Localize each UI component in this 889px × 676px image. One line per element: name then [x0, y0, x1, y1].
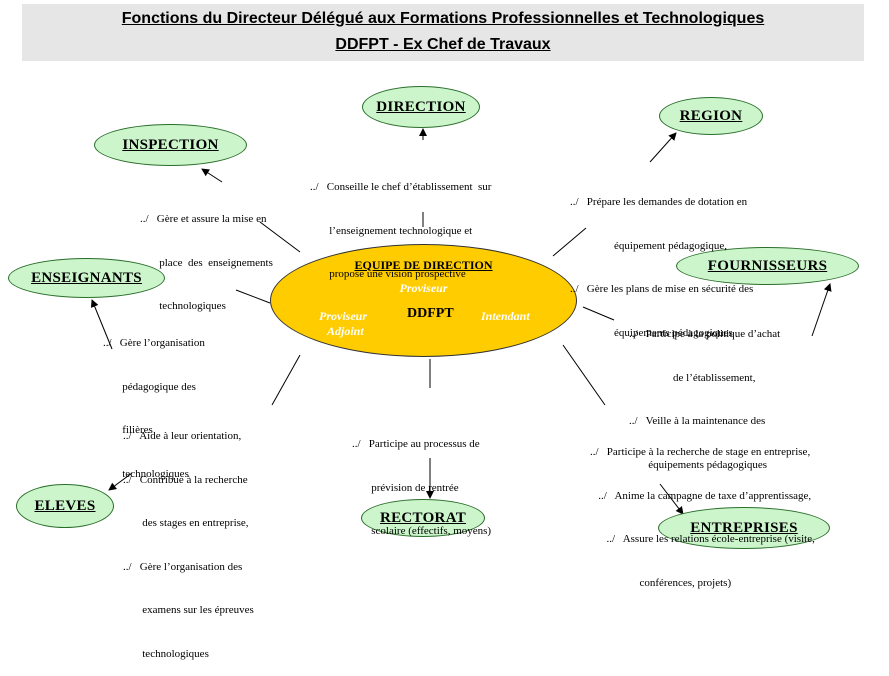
- arrow-fournisseurs: [811, 283, 832, 337]
- text-line: ../ Conseille le chef d’établissement su…: [310, 181, 492, 193]
- line-entreprises: [562, 344, 606, 406]
- line-inspection: [259, 221, 301, 253]
- text-line: pédagogique des: [103, 380, 196, 393]
- ddfpt-label: DDFPT: [407, 306, 454, 321]
- text-line: l’enseignement technologique et: [310, 224, 473, 237]
- proviseur-adjoint-label-line2: Adjoint: [327, 324, 364, 338]
- page-subtitle: DDFPT - Ex Chef de Travaux: [335, 36, 551, 53]
- text-line: propose une vision prospective: [310, 268, 466, 280]
- text-line: technologiques: [140, 300, 226, 312]
- intendant-label: Intendant: [481, 309, 530, 323]
- text-line: ../ Veille à la maintenance des: [629, 415, 766, 427]
- text-entreprises: ../ Participe à la recherche de stage en…: [590, 416, 815, 605]
- text-line: équipement pédagogique,: [570, 239, 728, 252]
- text-line: ../ Gère les plans de mise en sécurité d…: [570, 283, 754, 295]
- text-line: ../ Gère l’organisation: [103, 337, 205, 349]
- text-line: ../ Gère et assure la mise en: [140, 213, 267, 225]
- node-fournisseurs: FOURNISSEURS: [676, 247, 859, 285]
- node-inspection: INSPECTION: [94, 124, 247, 166]
- text-line: technologiques: [103, 467, 189, 480]
- text-line: examens sur les épreuves: [123, 604, 254, 616]
- text-line: scolaire (effectifs, moyens): [352, 525, 492, 537]
- proviseur-label: Proviseur: [399, 281, 448, 295]
- text-line: ../ Gère l’organisation des: [123, 560, 243, 573]
- text-line: des stages en entreprise,: [123, 517, 249, 529]
- text-line: ../ Anime la campagne de taxe d’apprenti…: [590, 489, 812, 502]
- text-region: ../ Prépare les demandes de dotation en …: [570, 166, 753, 355]
- arrow-eleves: [108, 472, 133, 491]
- equipe-direction-title: EQUIPE DE DIRECTION: [354, 258, 493, 272]
- line-fournisseurs: [582, 306, 615, 321]
- text-line: ../ Assure les relations école-entrepris…: [590, 533, 815, 545]
- text-line: technologiques: [123, 647, 209, 660]
- text-line: équipements pédagogiques: [629, 458, 768, 471]
- page-title: Fonctions du Directeur Délégué aux Forma…: [121, 10, 765, 27]
- text-line: ../ Participe au processus de: [352, 438, 480, 450]
- node-region: REGION: [659, 97, 763, 135]
- arrow-entreprises: [659, 483, 684, 515]
- node-entreprises: ENTREPRISES: [658, 507, 830, 549]
- text-line: place des enseignements: [140, 256, 273, 269]
- line-eleves: [271, 354, 301, 406]
- text-rectorat: ../ Participe au processus de prévision …: [352, 408, 491, 553]
- text-line: filières: [103, 424, 153, 436]
- header-banner: Fonctions du Directeur Délégué aux Forma…: [22, 4, 864, 61]
- equipe-direction-ellipse: EQUIPE DE DIRECTION Proviseur Proviseur …: [270, 244, 577, 357]
- node-direction: DIRECTION: [362, 86, 480, 128]
- text-line: ../ Contribue à la recherche: [123, 473, 248, 486]
- text-inspection: ../ Gère et assure la mise en place des …: [140, 183, 273, 328]
- text-line: ../ Prépare les demandes de dotation en: [570, 196, 748, 208]
- node-rectorat: RECTORAT: [361, 499, 485, 537]
- arrow-enseignants: [90, 299, 113, 350]
- text-line: équipements pédagogiques: [570, 326, 733, 339]
- text-line: ../ Participe à la recherche de stage en…: [590, 446, 811, 458]
- line-region: [552, 227, 587, 257]
- line-enseignants: [235, 289, 271, 304]
- proviseur-adjoint-label-line1: Proviseur: [319, 309, 367, 323]
- text-fournisseurs: ../ Participe à la politique d’achat de …: [629, 298, 780, 487]
- text-eleves: ../ Aide à leur orientation, ../ Contrib…: [123, 400, 254, 676]
- arrow-inspection: [201, 168, 223, 183]
- text-enseignants: ../ Gère l’organisation pédagogique des …: [103, 307, 205, 496]
- text-direction: ../ Conseille le chef d’établissement su…: [310, 151, 491, 296]
- node-eleves: ELEVES: [16, 484, 114, 528]
- text-line: ../ Participe à la politique d’achat: [629, 328, 781, 340]
- connector-lines: [90, 128, 832, 515]
- text-line: prévision de rentrée: [352, 481, 459, 494]
- text-line: de l’établissement,: [629, 371, 756, 384]
- text-line: ../ Aide à leur orientation,: [123, 430, 242, 442]
- arrow-region: [649, 132, 677, 163]
- node-enseignants: ENSEIGNANTS: [8, 258, 165, 298]
- text-line: conférences, projets): [590, 576, 732, 589]
